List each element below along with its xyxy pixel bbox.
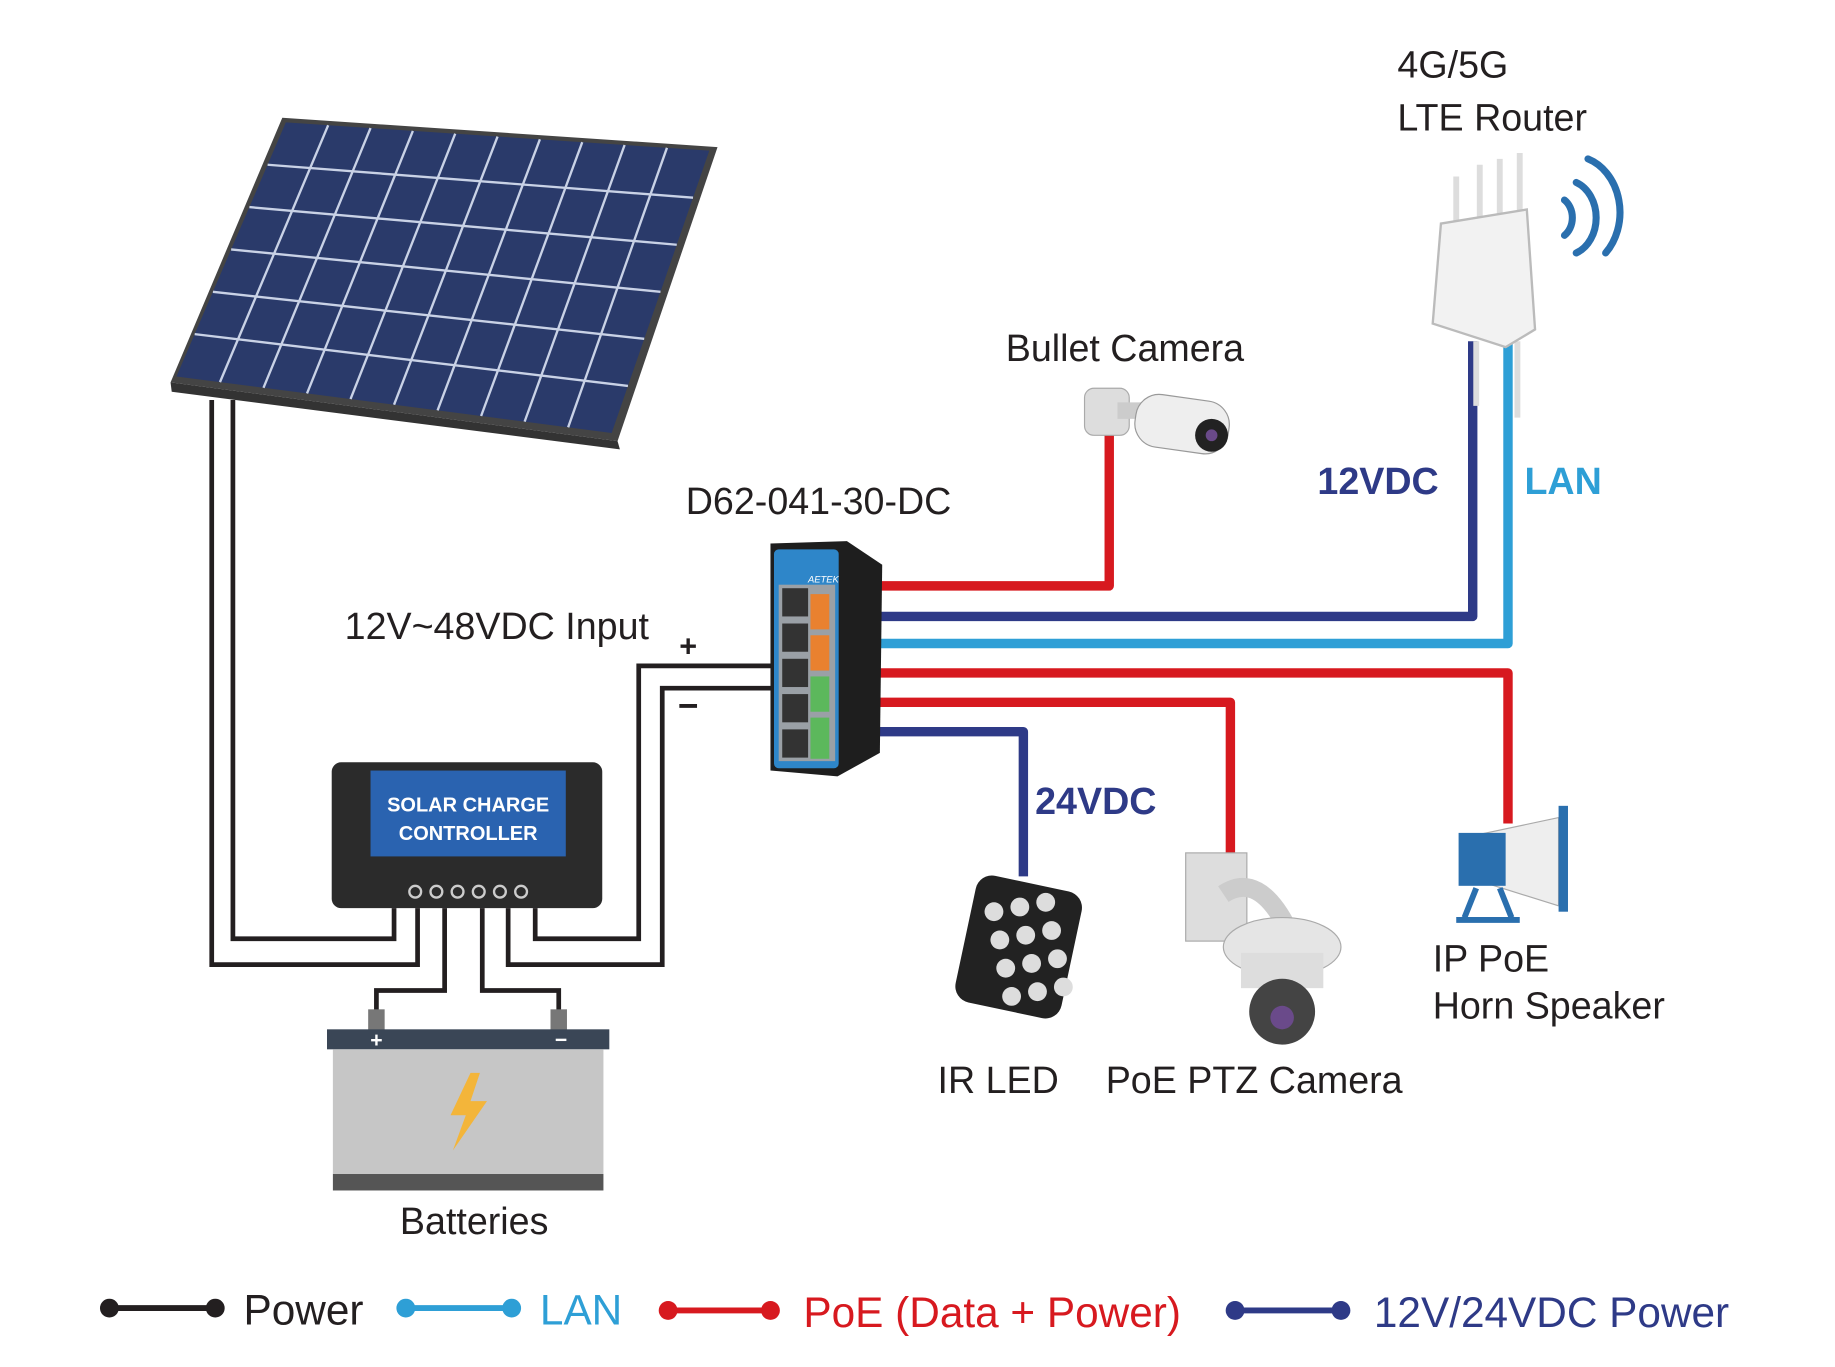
bullet-camera-label: Bullet Camera bbox=[1006, 327, 1244, 369]
batteries-label: Batteries bbox=[400, 1200, 548, 1242]
ptz-camera bbox=[1185, 852, 1342, 1045]
input-plus: + bbox=[679, 629, 697, 663]
battery-plus: + bbox=[370, 1029, 382, 1052]
solar-charge-controller: SOLAR CHARGE CONTROLLER bbox=[331, 762, 603, 909]
legend-item-dc-power: 12V/24VDC Power bbox=[1225, 1289, 1729, 1336]
bullet-camera bbox=[1083, 387, 1230, 455]
router-label-line1: 4G/5G bbox=[1397, 44, 1508, 86]
legend-label: LAN bbox=[540, 1287, 622, 1334]
wifi-signal-icon bbox=[1560, 155, 1624, 257]
ir-led-label: IR LED bbox=[937, 1059, 1058, 1101]
input-label: 12V~48VDC Input bbox=[345, 605, 650, 647]
power-wires bbox=[209, 400, 774, 1015]
router-label-line2: LTE Router bbox=[1397, 97, 1587, 139]
poe-switch: AETEK bbox=[770, 541, 883, 777]
legend-item-lan: LAN bbox=[396, 1287, 622, 1334]
input-minus: − bbox=[678, 687, 699, 726]
legend-item-poe: PoE (Data + Power) bbox=[658, 1289, 1181, 1336]
ir-power-label: 24VDC bbox=[1035, 780, 1156, 822]
ir-led-light bbox=[955, 875, 1082, 1019]
router-lan-label: LAN bbox=[1524, 460, 1601, 502]
legend-label: 12V/24VDC Power bbox=[1374, 1289, 1729, 1336]
solar-panel bbox=[170, 117, 718, 450]
speaker-label-line2: Horn Speaker bbox=[1433, 985, 1665, 1027]
legend-item-power: Power bbox=[99, 1287, 363, 1334]
horn-speaker bbox=[1456, 805, 1568, 923]
speaker-label-line1: IP PoE bbox=[1433, 938, 1549, 980]
battery: + − bbox=[327, 1009, 610, 1191]
switch-brand-logo: AETEK bbox=[807, 573, 840, 584]
device-wires bbox=[870, 341, 1513, 877]
router-power-label: 12VDC bbox=[1317, 460, 1438, 502]
lightning-icon bbox=[450, 1072, 487, 1151]
lte-router bbox=[1431, 152, 1624, 418]
legend-label: Power bbox=[243, 1287, 363, 1334]
controller-label-line1: SOLAR CHARGE bbox=[387, 795, 549, 817]
battery-minus: − bbox=[555, 1029, 567, 1052]
controller-label-line2: CONTROLLER bbox=[399, 823, 538, 845]
ptz-camera-label: PoE PTZ Camera bbox=[1106, 1059, 1403, 1101]
legend-label: PoE (Data + Power) bbox=[803, 1289, 1181, 1336]
switch-model-label: D62-041-30-DC bbox=[686, 480, 952, 522]
legend: Power LAN PoE (Data + Power) 12V/24VDC P… bbox=[99, 1287, 1729, 1336]
